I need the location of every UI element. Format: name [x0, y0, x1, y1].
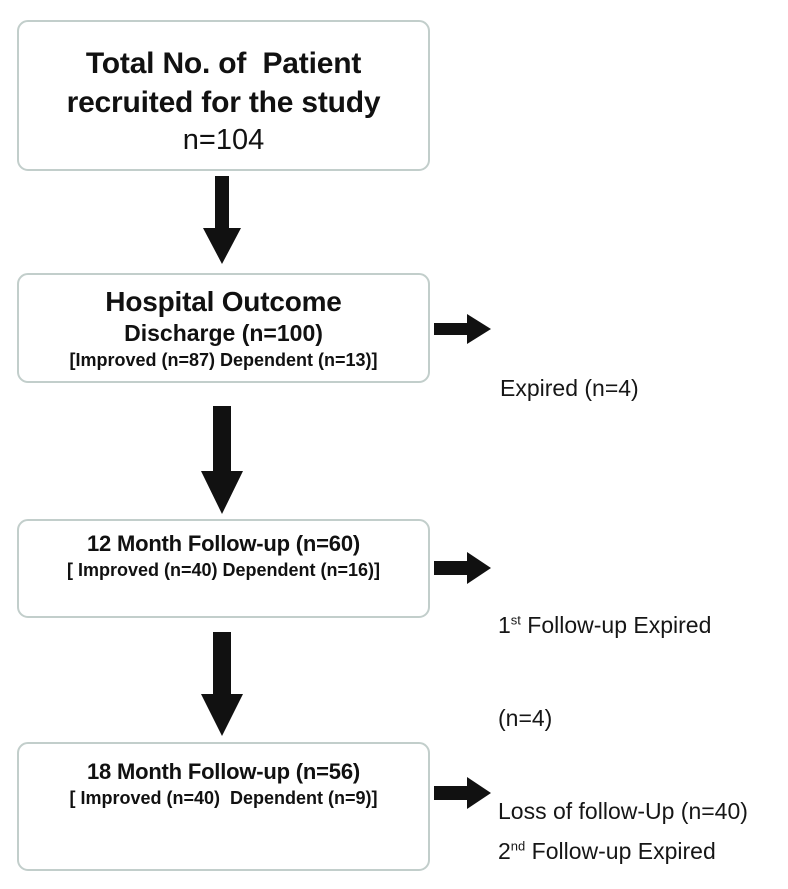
branch-label-followup-2-expired: 2nd Follow-up Expired — [498, 836, 716, 867]
node-total-recruited-line1: Total No. of Patient — [85, 47, 362, 80]
branch-label-followup-1-rest: Follow-up Expired — [520, 612, 712, 638]
branch-label-hospital-expired-line1: Expired (n=4) — [500, 375, 639, 401]
down-arrow-icon — [196, 632, 248, 738]
node-followup-18-month: 18 Month Follow-up (n=56) [ Improved (n=… — [17, 742, 430, 871]
node-hospital-outcome-breakdown: [Improved (n=87) Dependent (n=13)] — [69, 350, 378, 370]
right-arrow-icon — [434, 777, 492, 809]
node-followup-18-month-breakdown: [ Improved (n=40) Dependent (n=9)] — [69, 788, 378, 808]
node-total-recruited-line2: recruited for the study — [66, 86, 381, 119]
down-arrow-icon — [196, 406, 248, 516]
node-followup-12-month: 12 Month Follow-up (n=60) [ Improved (n=… — [17, 519, 430, 618]
right-arrow-icon — [434, 552, 492, 584]
branch-label-followup-2-losses: 2nd Follow-up Expired (n=7) — [498, 774, 716, 889]
node-hospital-outcome-discharge: Discharge (n=100) — [124, 320, 323, 346]
node-total-recruited-count: n=104 — [182, 124, 265, 156]
right-arrow-icon — [434, 313, 492, 345]
branch-label-followup-2-rest: Follow-up Expired — [525, 838, 716, 864]
ordinal-suffix-nd: nd — [510, 838, 526, 854]
branch-label-followup-1-loss: Loss of follow-Up (n=40) — [498, 798, 748, 824]
down-arrow-icon — [196, 176, 248, 266]
branch-label-hospital-expired: Expired (n=4) — [500, 311, 639, 466]
node-hospital-outcome: Hospital Outcome Discharge (n=100) [Impr… — [17, 273, 430, 383]
node-hospital-outcome-title: Hospital Outcome — [105, 286, 342, 317]
node-total-recruited: Total No. of Patient recruited for the s… — [17, 20, 430, 171]
ordinal-number-2: 2 — [498, 838, 511, 864]
branch-label-followup-1-losses: 1st Follow-up Expired (n=4) Loss of foll… — [498, 548, 748, 889]
ordinal-suffix-st: st — [510, 612, 521, 628]
branch-label-followup-1-expired: 1st Follow-up Expired — [498, 610, 748, 641]
node-followup-12-month-breakdown: [ Improved (n=40) Dependent (n=16)] — [66, 560, 381, 580]
node-followup-18-month-title: 18 Month Follow-up (n=56) — [86, 759, 361, 784]
node-followup-12-month-title: 12 Month Follow-up (n=60) — [86, 531, 361, 556]
ordinal-number-1: 1 — [498, 612, 511, 638]
branch-label-followup-1-expired-count: (n=4) — [498, 705, 553, 731]
